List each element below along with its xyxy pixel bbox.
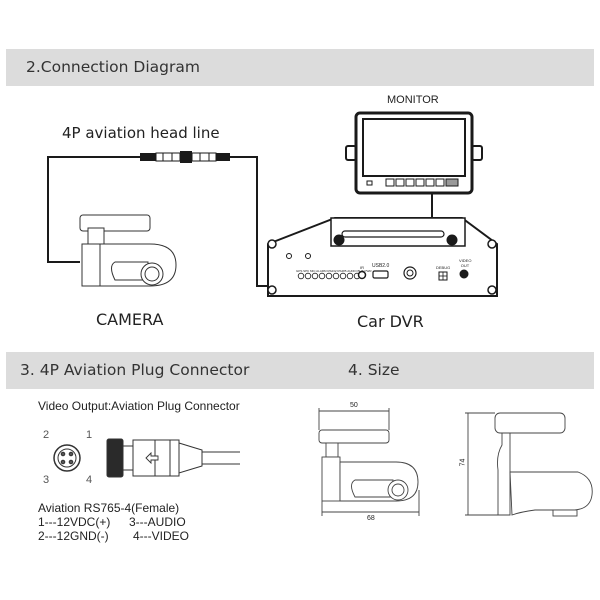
ports-caption: GPS SPK MIC ALARM RS232 RS485 AUDIO BUS … — [296, 269, 372, 273]
pin-number-2: 2 — [43, 429, 50, 441]
plug-face-icon — [53, 444, 81, 472]
cable-line — [47, 156, 270, 287]
usb-port-icon — [372, 270, 389, 279]
monitor-label: MONITOR — [387, 94, 439, 106]
section-header-connection-diagram: 2.Connection Diagram — [6, 49, 594, 86]
plug-model: Aviation RS765-4(Female) — [38, 501, 180, 515]
debug-label: DEBUG — [436, 265, 451, 270]
cable-label: 4P aviation head line — [62, 124, 220, 142]
plug-subtitle: Video Output:Aviation Plug Connector — [38, 399, 240, 413]
monitor-icon — [345, 111, 483, 218]
pin-number-1: 1 — [86, 429, 93, 441]
ir-label: IR — [360, 265, 364, 270]
pin-4-desc: 4---VIDEO — [133, 529, 190, 543]
usb-label: USB2.0 — [372, 263, 390, 269]
dimension-height: 74 — [459, 458, 467, 467]
section-title: 2.Connection Diagram — [26, 58, 200, 76]
camera-label: CAMERA — [96, 310, 164, 329]
pin-number-3: 3 — [43, 474, 50, 486]
size-side-view — [465, 412, 593, 517]
video-out-label: VIDEO OUT — [459, 258, 472, 268]
dvr-label: Car DVR — [357, 312, 424, 331]
pin-2-desc: 2---12GND(-) — [38, 529, 109, 543]
video-out-port-icon — [459, 269, 469, 279]
size-section-title: 4. Size — [348, 361, 400, 379]
section-header-plug-size: 3. 4P Aviation Plug Connector 4. Size — [6, 352, 594, 389]
plug-section-title: 3. 4P Aviation Plug Connector — [20, 361, 250, 379]
size-front-view — [318, 408, 420, 516]
port-row — [297, 272, 361, 280]
dimension-width-bottom: 68 — [367, 515, 375, 522]
camera-icon — [79, 214, 177, 287]
ir-sensor-icon — [357, 270, 367, 280]
aviation-connector-icon — [140, 151, 230, 163]
pin-1-desc: 1---12VDC(+) — [38, 515, 111, 529]
pin-3-desc: 3---AUDIO — [129, 515, 186, 529]
plug-side-icon — [106, 438, 240, 478]
car-dvr-icon — [267, 217, 498, 297]
pin-number-4: 4 — [86, 474, 93, 486]
dimension-width-top: 50 — [350, 402, 358, 409]
